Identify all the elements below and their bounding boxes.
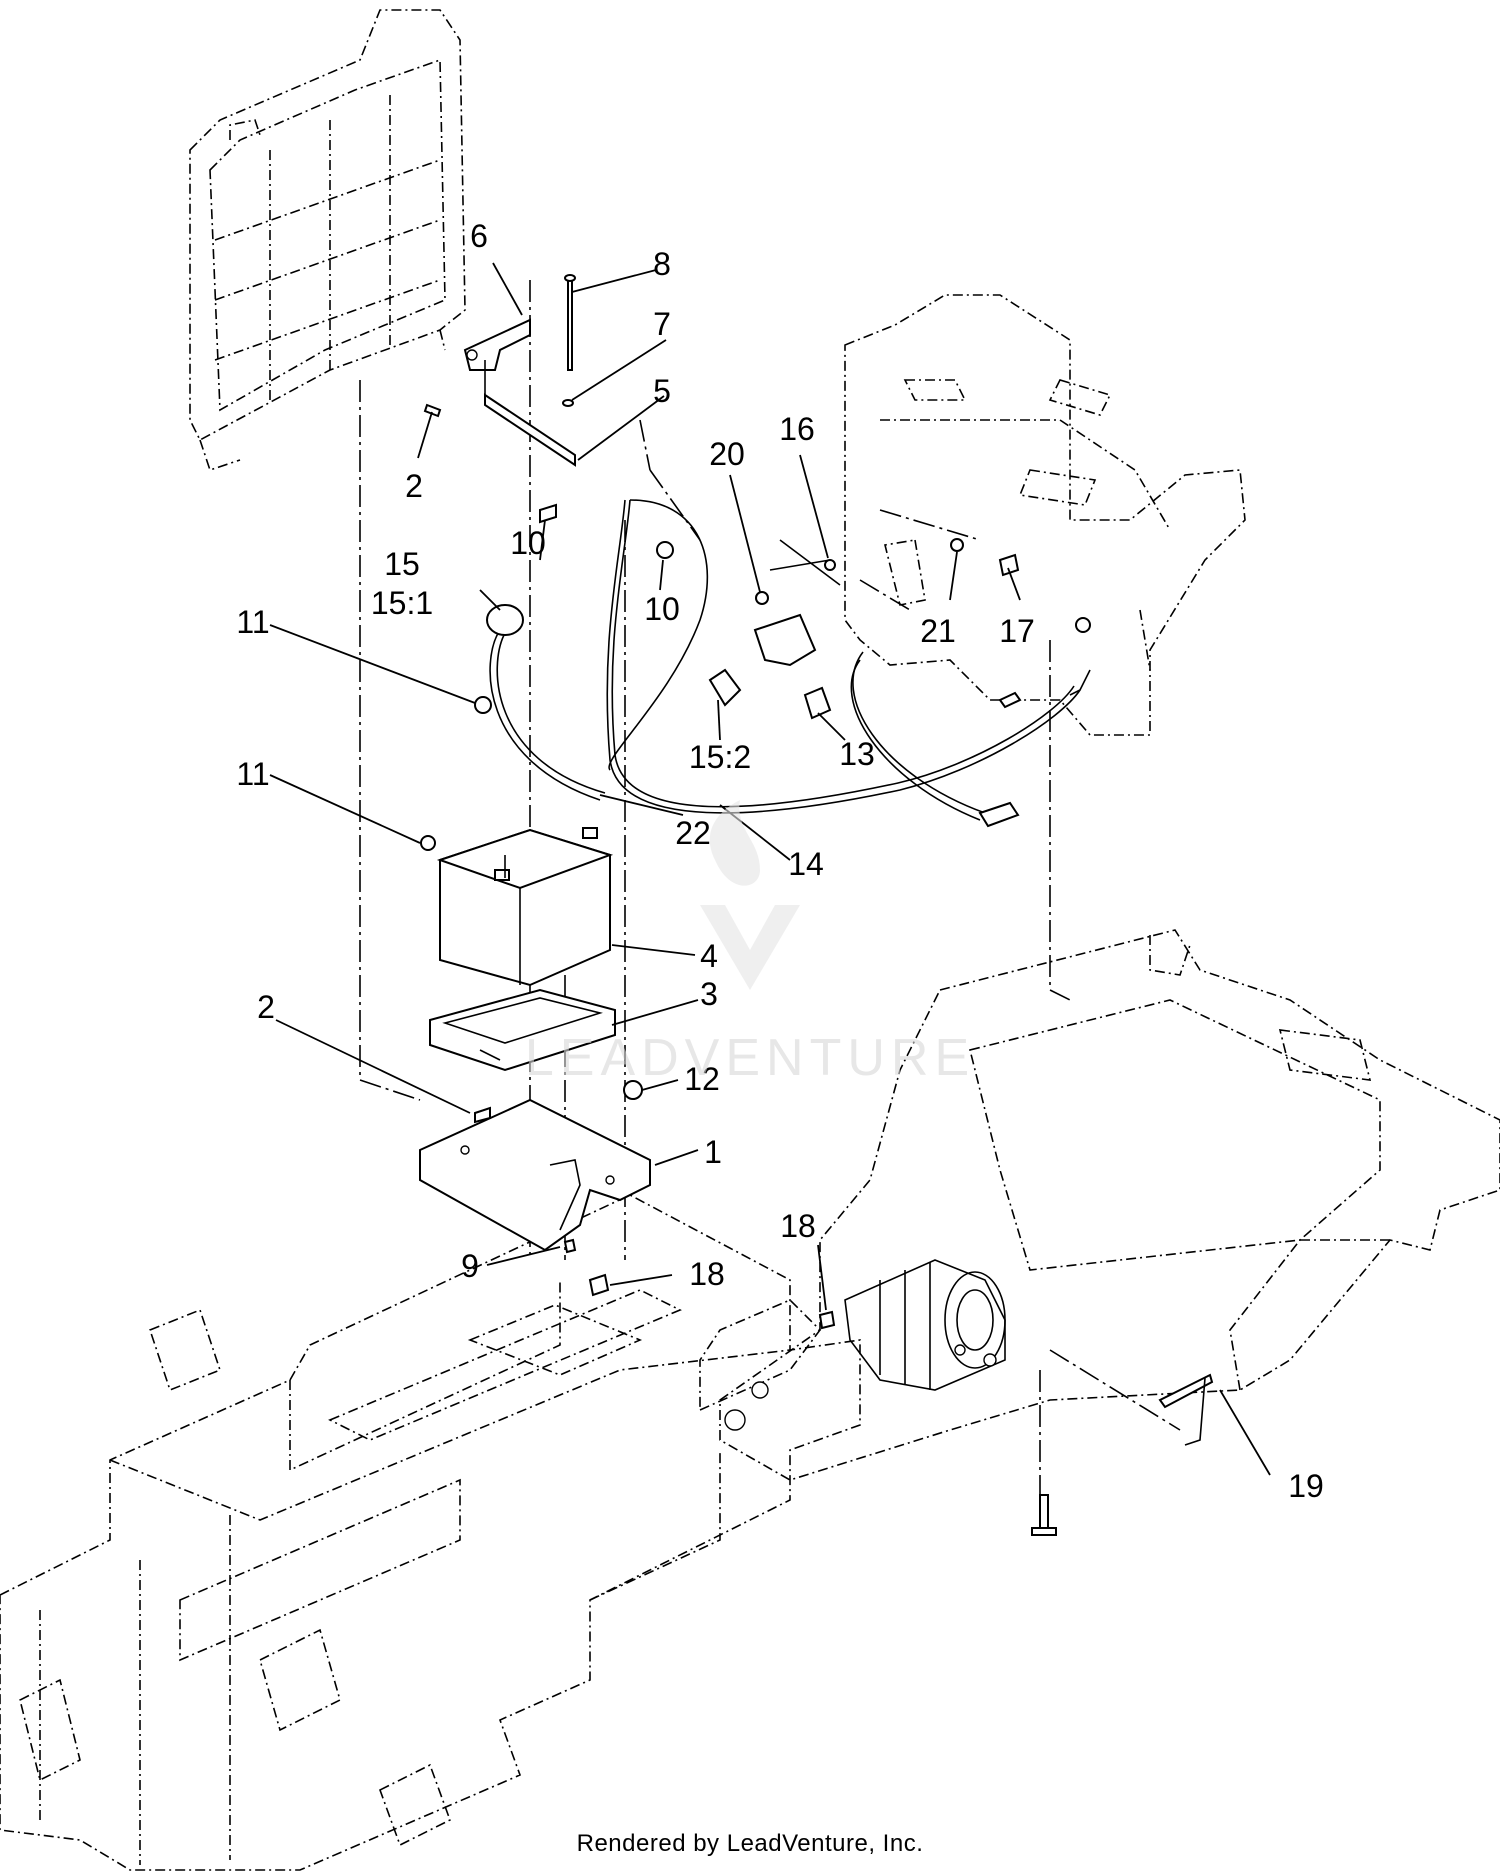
rear-subframe	[699, 929, 1500, 1481]
seat-back-panel	[189, 9, 466, 472]
callout-2-top: 2	[405, 468, 423, 504]
callout-19: 19	[1288, 1468, 1324, 1504]
bolt-10	[539, 503, 557, 524]
callout-21: 21	[920, 613, 956, 649]
bolt-2	[474, 1106, 491, 1124]
watermark: LEADVENTURE	[525, 800, 975, 1087]
callout-13: 13	[839, 736, 875, 772]
nut-21	[950, 538, 964, 552]
callout-4: 4	[700, 938, 718, 974]
callout-15-1: 15:1	[371, 585, 433, 621]
callout-15-2: 15:2	[689, 739, 751, 775]
callout-9: 9	[461, 1248, 479, 1284]
nut-9	[563, 1238, 577, 1254]
callout-5: 5	[653, 373, 671, 409]
clip-18a	[818, 1310, 836, 1330]
callout-7: 7	[653, 306, 671, 342]
callout-14: 14	[788, 846, 824, 882]
boot-13	[803, 686, 832, 720]
footer-credit: Rendered by LeadVenture, Inc.	[576, 1830, 924, 1857]
washer-20	[755, 591, 769, 605]
callout-22: 22	[675, 815, 711, 851]
battery	[436, 827, 614, 987]
battery-tray	[429, 988, 616, 1072]
callout-1: 1	[704, 1134, 722, 1170]
callout-18-left: 18	[689, 1256, 725, 1292]
clip-18b	[588, 1273, 610, 1297]
callout-3: 3	[700, 976, 718, 1012]
callout-6: 6	[470, 218, 488, 254]
callout-10-right: 10	[644, 591, 680, 627]
callout-10-left: 10	[510, 525, 546, 561]
battery-mount-plate	[419, 1098, 651, 1252]
callout-8: 8	[653, 246, 671, 282]
battery-hold-down-parts	[423, 274, 576, 467]
callout-17: 17	[999, 613, 1035, 649]
washer-16	[824, 559, 836, 571]
cable-19	[1158, 1373, 1214, 1409]
chassis-frame	[0, 1194, 861, 1871]
drive-motor	[844, 1259, 1006, 1391]
battery-cables	[486, 499, 1214, 1446]
washer-11b	[420, 835, 436, 851]
callout-2-bottom: 2	[257, 989, 275, 1025]
long-bolt	[1039, 1494, 1049, 1531]
solenoid	[753, 613, 817, 667]
callout-18-right: 18	[780, 1208, 816, 1244]
washer-11a	[474, 696, 492, 714]
callout-leaders	[269, 262, 1271, 1476]
callout-15: 15	[384, 546, 420, 582]
callout-12: 12	[684, 1061, 720, 1097]
callout-20: 20	[709, 436, 745, 472]
callout-11-top: 11	[236, 604, 269, 640]
nut-17	[998, 553, 1020, 577]
callout-16: 16	[779, 411, 815, 447]
boot-15-2	[708, 668, 742, 707]
callout-11-bottom: 11	[236, 756, 269, 792]
right-side-panel	[844, 294, 1246, 736]
hardware-fasteners	[420, 503, 1091, 1536]
nut-10	[656, 541, 674, 559]
watermark-text: LEADVENTURE	[525, 1029, 975, 1087]
callout-labels: 6 8 7 5 2 20 16 15 15:1 10 10 21 17 11 1…	[236, 218, 1323, 1504]
